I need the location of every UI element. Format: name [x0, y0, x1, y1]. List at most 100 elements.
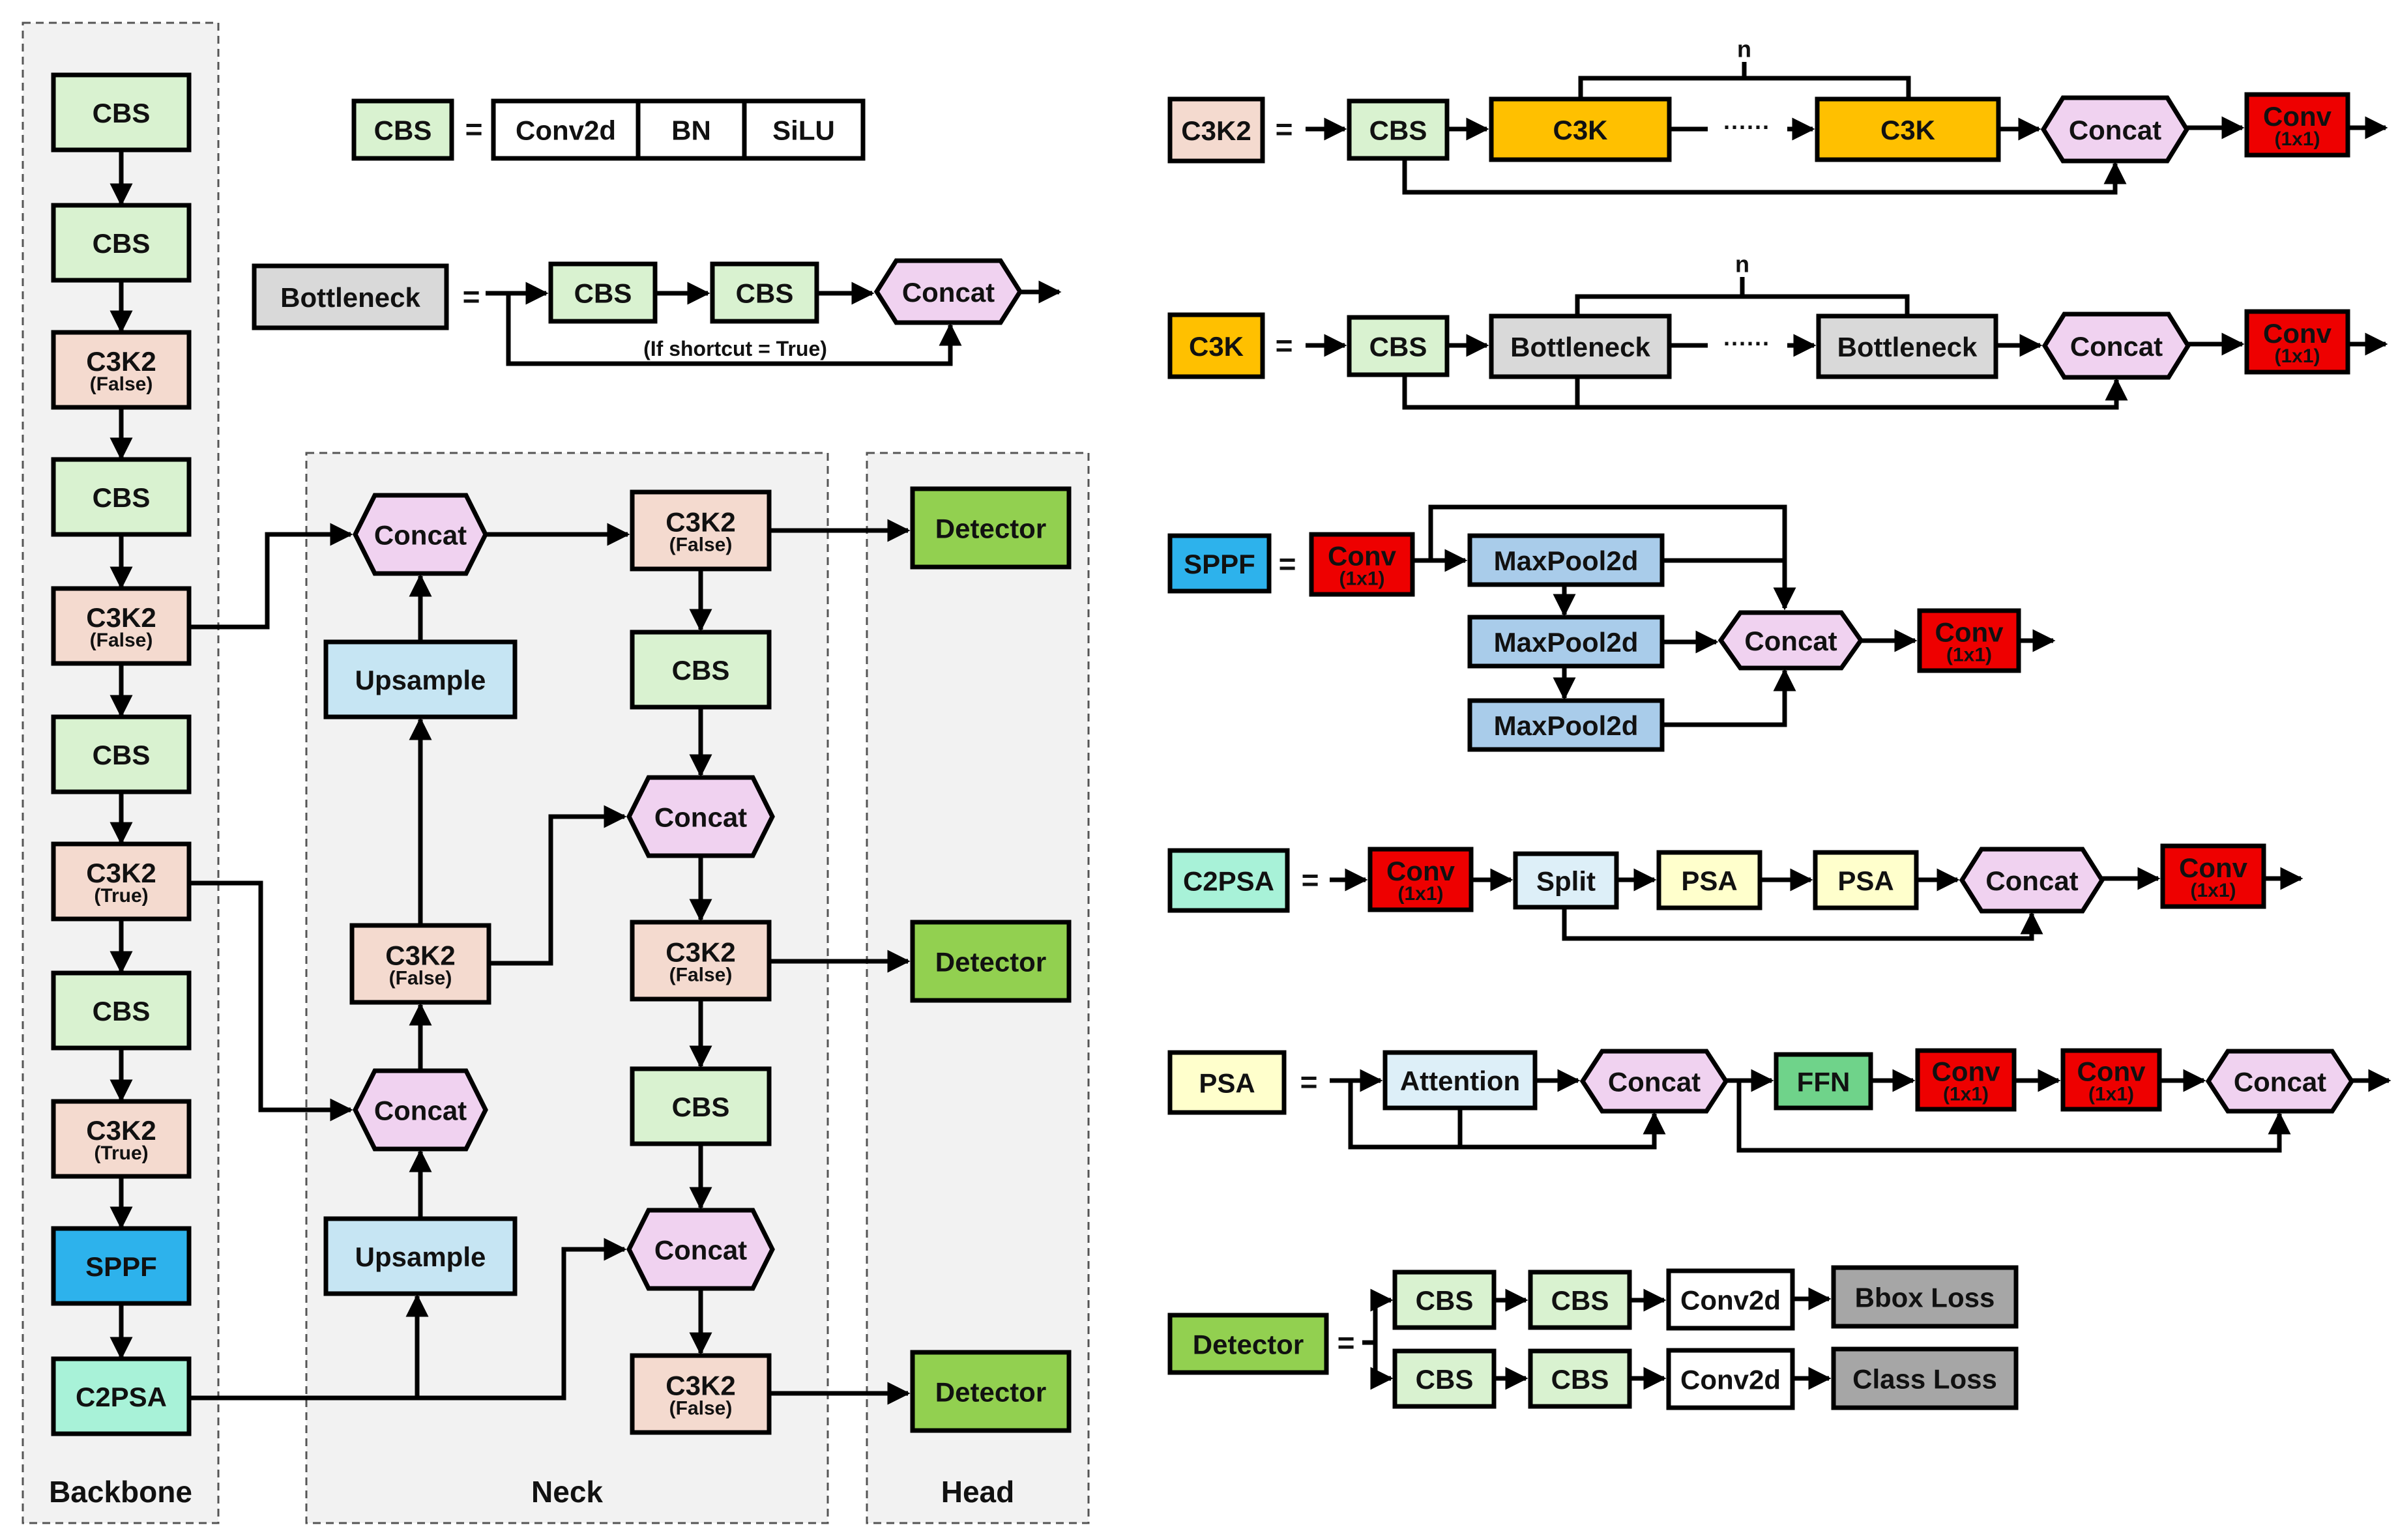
backbone-cbs-2-label: CBS [93, 228, 151, 259]
def-sppf-label: SPPF [1184, 549, 1255, 579]
def-c2psa: C2PSA [1167, 848, 1290, 913]
c3k-bottleneck-1-label: Bottleneck [1510, 332, 1650, 362]
c3k-bottleneck-1: Bottleneck [1489, 313, 1672, 379]
wire-c3k2b2-to-concat-top [189, 523, 353, 630]
neck-c3k2-r3-tag: (False) [669, 1398, 733, 1419]
detector-branch-bracket [1373, 1298, 1388, 1381]
c2psa-conv-2-tag: (1x1) [2190, 880, 2236, 901]
detector-bbox-loss: Bbox Loss [1831, 1265, 2019, 1329]
legend-conv2d-label: Conv2d [516, 115, 616, 146]
neck-upsample-1-label: Upsample [355, 665, 486, 695]
neck-cbs-r1: CBS [630, 630, 772, 710]
backbone-cbs-4-label: CBS [93, 740, 151, 770]
def-c3k-equals: = [1276, 328, 1293, 362]
def-c3k2: C3K2 [1167, 96, 1265, 164]
sppf-conv-out-label: Conv [1935, 617, 2004, 648]
sppf-conv-label: Conv [1328, 541, 1397, 572]
c3k2-dots: ······ [1723, 114, 1770, 141]
c3k-bottleneck-2: Bottleneck [1816, 313, 1998, 379]
backbone-c3k2-1-label: C3K2 [86, 346, 156, 377]
c3k-concat-label: Concat [2070, 331, 2163, 362]
backbone-section-label: Backbone [49, 1475, 192, 1509]
psa-conv-2: Conv(1x1) [2060, 1048, 2162, 1112]
c2psa-psa-1-label: PSA [1681, 865, 1737, 896]
c3k-cbs-label: CBS [1369, 332, 1427, 362]
psa-concat-1-label: Concat [1608, 1067, 1701, 1097]
sppf-conv-tag: (1x1) [1339, 568, 1384, 590]
def-c2psa-equals: = [1302, 863, 1319, 897]
c3k2-skip [1402, 158, 2127, 195]
detector-cbs-2a-label: CBS [1416, 1364, 1474, 1395]
backbone-c2psa-label: C2PSA [76, 1382, 167, 1412]
legend-bn-label: BN [671, 115, 711, 146]
c2psa-split-label: Split [1536, 866, 1596, 897]
def-c3k2-equals: = [1276, 112, 1293, 146]
neck-upsample-2-label: Upsample [355, 1242, 486, 1272]
head-detector-1-label: Detector [935, 514, 1046, 544]
legend-silu-label: SiLU [772, 115, 835, 146]
neck-c3k2-r3-label: C3K2 [665, 1371, 735, 1401]
detector-class-loss: Class Loss [1831, 1346, 2019, 1410]
backbone-c2psa: C2PSA [51, 1356, 192, 1436]
neck-concat-mid-label: Concat [374, 1096, 467, 1126]
c3k2-repeat-bracket [1578, 76, 1911, 99]
neck-c3k2-r1-tag: (False) [669, 534, 733, 556]
c3k-skip [1402, 375, 2128, 410]
c2psa-conv-1-tag: (1x1) [1397, 883, 1443, 905]
c3k2-concat: Concat [2040, 95, 2190, 164]
c3k-concat: Concat [2041, 312, 2191, 380]
detector-class-loss-label: Class Loss [1852, 1364, 1997, 1395]
neck-upsample-2: Upsample [323, 1216, 518, 1296]
backbone-cbs-4: CBS [51, 714, 192, 794]
neck-concat-r1-label: Concat [654, 802, 747, 833]
legend-bottleneck: Bottleneck [252, 263, 449, 330]
backbone-c3k2-2: C3K2(False) [51, 586, 192, 666]
wire-c2psa-to-concat-r2 [417, 1238, 627, 1401]
wire-c3k2b3-to-concat-mid [189, 880, 353, 1122]
neck-c3k2-r2-tag: (False) [669, 965, 733, 986]
detector-cbs-1b-label: CBS [1551, 1285, 1609, 1316]
psa-ffn-label: FFN [1797, 1067, 1850, 1097]
legend-bottleneck-cbs-1-label: CBS [574, 278, 632, 309]
sppf-conv-out: Conv(1x1) [1917, 608, 2021, 673]
detector-conv2d-2: Conv2d [1666, 1348, 1795, 1410]
sppf-mp3-to-concat [1662, 668, 1796, 727]
def-detector-label: Detector [1193, 1329, 1304, 1360]
head-detector-3-label: Detector [935, 1377, 1046, 1408]
neck-cbs-r2: CBS [630, 1066, 772, 1146]
neck-concat-top-label: Concat [374, 520, 467, 551]
backbone-c3k2-1-tag: (False) [90, 373, 153, 395]
c3k-repeat-n: n [1735, 251, 1749, 278]
neck-concat-r2-label: Concat [654, 1235, 747, 1266]
detector-conv2d-1: Conv2d [1666, 1268, 1795, 1331]
detector-cbs-1b: CBS [1528, 1270, 1632, 1330]
c2psa-skip [1562, 907, 2043, 941]
psa-conv-1: Conv(1x1) [1915, 1048, 2017, 1112]
sppf-concat-label: Concat [1744, 626, 1837, 656]
backbone-c3k2-4-label: C3K2 [86, 1115, 156, 1146]
backbone-cbs-2: CBS [51, 203, 192, 283]
detector-cbs-1a: CBS [1392, 1270, 1497, 1330]
backbone-sppf-label: SPPF [85, 1251, 157, 1282]
detector-cbs-2b-label: CBS [1551, 1364, 1609, 1395]
backbone-cbs-5-label: CBS [93, 996, 151, 1026]
c3k-cbs: CBS [1347, 315, 1450, 377]
psa-attention: Attention [1382, 1050, 1538, 1111]
sppf-maxpool-1: MaxPool2d [1467, 533, 1665, 587]
def-sppf-equals: = [1279, 547, 1296, 581]
legend-conv2d: Conv2d [491, 98, 641, 161]
c3k-dots: ······ [1723, 330, 1770, 357]
c3k-conv-label: Conv [2263, 318, 2332, 349]
psa-ffn: FFN [1774, 1052, 1873, 1111]
def-c3k2-label: C3K2 [1181, 115, 1251, 146]
wire-c3k2left-to-concat-r1 [489, 805, 627, 966]
def-psa: PSA [1167, 1050, 1287, 1115]
c3k2-cbs: CBS [1347, 98, 1450, 161]
backbone-c3k2-3: C3K2(True) [51, 841, 192, 922]
bottleneck-shortcut [506, 293, 962, 366]
psa-conv-1-label: Conv [1932, 1056, 2001, 1087]
c3k2-repeat-n: n [1737, 36, 1751, 63]
c2psa-split: Split [1513, 851, 1619, 910]
